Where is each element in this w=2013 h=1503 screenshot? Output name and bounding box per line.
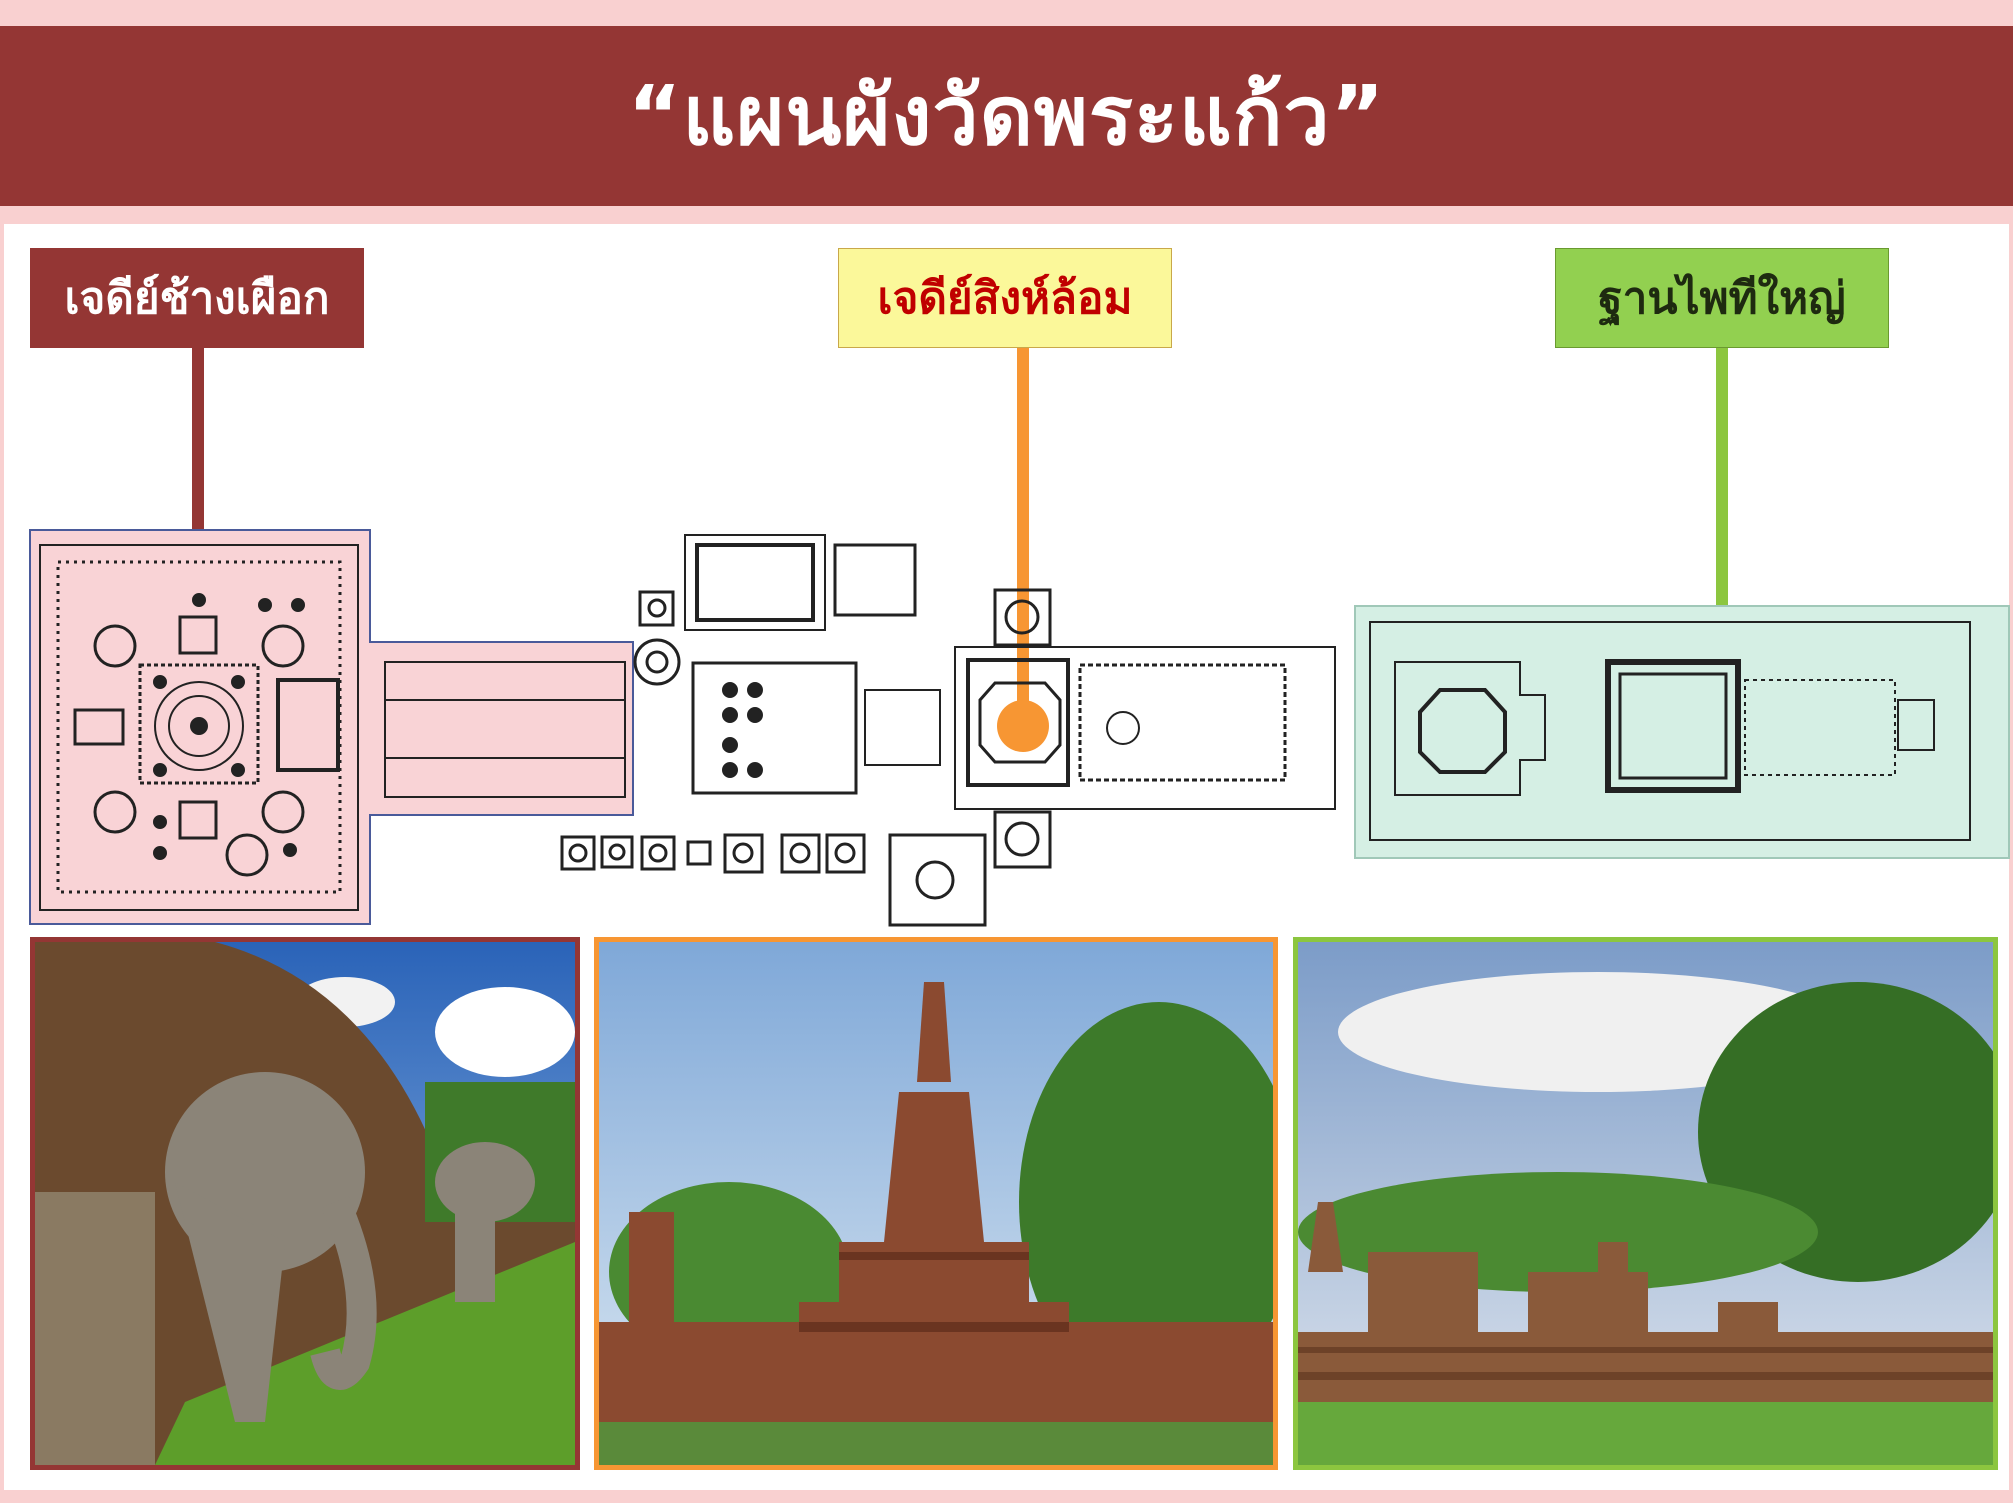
label-than-phai-thi-yai: ฐานไพทีใหญ่: [1555, 248, 1889, 348]
highlight-chedi-chang-phueak: [29, 529, 634, 925]
photo-chedi-chang-phueak: [30, 937, 580, 1470]
label-chedi-chang-phueak: เจดีย์ช้างเผือก: [30, 248, 364, 348]
label-chedi-sing-lom: เจดีย์สิงห์ล้อม: [838, 248, 1172, 348]
sing-lom-marker: [997, 700, 1049, 752]
page-title: “แผนผังวัดพระแก้ว”: [627, 69, 1386, 164]
connector-line-1: [192, 348, 204, 530]
photo-than-phai-thi-yai: [1293, 937, 1998, 1470]
site-plan: [29, 529, 2010, 927]
photo-chedi-sing-lom: [594, 937, 1278, 1470]
connector-line-3: [1716, 348, 1728, 606]
title-bar: “แผนผังวัดพระแก้ว”: [0, 26, 2013, 206]
